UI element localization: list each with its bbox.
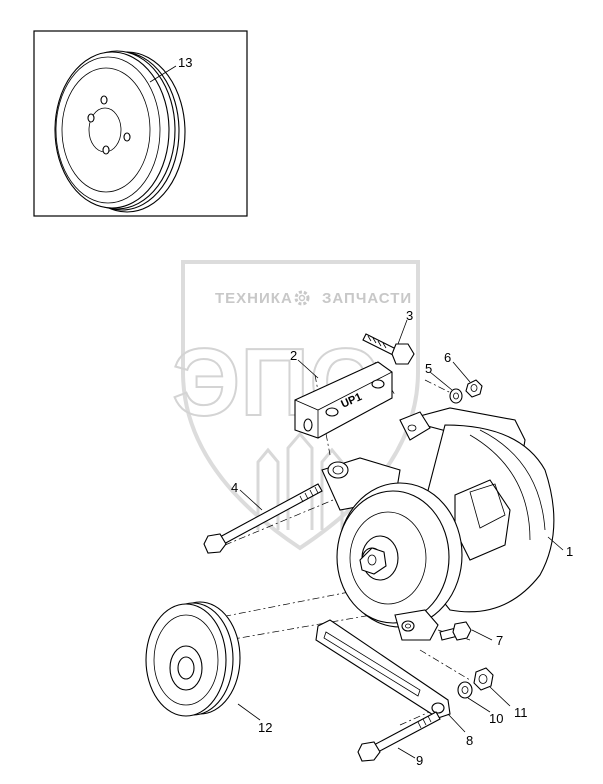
leader-13 — [149, 65, 177, 83]
pulley-12 — [145, 601, 241, 717]
callout-3: 3 — [406, 308, 413, 323]
callout-10: 10 — [489, 711, 503, 726]
bolt-4 — [203, 483, 323, 554]
alternator-1 — [321, 407, 555, 641]
bracket-2: UP1 — [294, 361, 393, 439]
adjusting-strap-8 — [315, 619, 451, 719]
bolt-9 — [357, 711, 441, 762]
pulley-13 — [54, 50, 186, 213]
watermark-right-word: ЗАПЧАСТИ — [322, 290, 412, 307]
callout-4: 4 — [231, 480, 238, 495]
callout-11: 11 — [514, 705, 528, 720]
gear-icon — [294, 290, 310, 306]
watermark-left-word: ТЕХНИКА — [215, 290, 293, 307]
callout-8: 8 — [466, 733, 473, 748]
callout-9: 9 — [416, 753, 423, 768]
watermark-shield — [181, 260, 420, 551]
callout-6: 6 — [444, 350, 451, 365]
nut-11 — [473, 667, 494, 691]
inset-detail-box: 13 — [33, 30, 248, 217]
washer-10 — [457, 681, 473, 699]
callout-12: 12 — [258, 720, 272, 735]
leader-lines — [237, 319, 564, 759]
callout-5: 5 — [425, 361, 432, 376]
bolt-7 — [439, 621, 472, 641]
callouts: 1 2 3 4 5 6 7 8 9 10 11 12 — [231, 308, 573, 768]
callout-1: 1 — [566, 544, 573, 559]
callout-2: 2 — [290, 348, 297, 363]
washer-5 — [449, 388, 463, 404]
callout-7: 7 — [496, 633, 503, 648]
callout-13: 13 — [178, 55, 192, 70]
bolt-3 — [362, 333, 415, 365]
nut-6 — [465, 379, 483, 398]
